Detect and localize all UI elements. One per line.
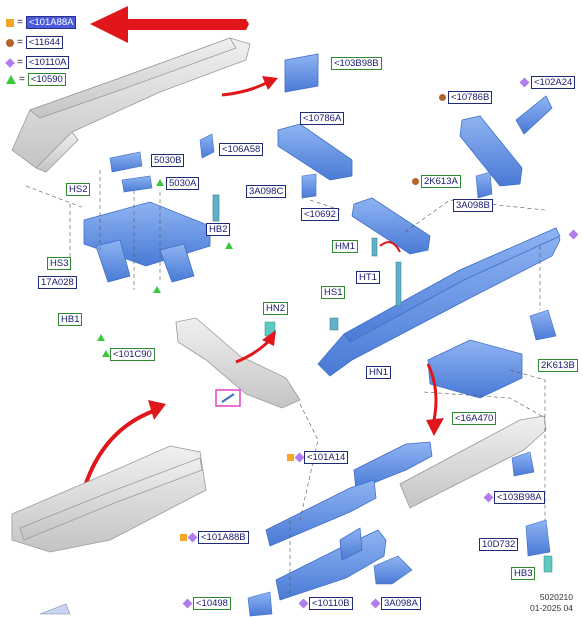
ghost-frame-rail-top [11,37,251,173]
part-101A88B [265,479,377,547]
label-101A88B[interactable]: <101A88B [198,531,249,544]
ghost-rail-mid [175,317,301,409]
detail-view-box[interactable] [215,389,241,407]
purple-diamond-icon [5,57,15,68]
red-pointer-arrow [90,6,249,43]
label-HS1[interactable]: HS1 [321,286,346,299]
label-HM1[interactable]: HM1 [332,240,359,253]
label-106A58[interactable]: <106A58 [219,143,264,156]
label-5030B[interactable]: 5030B [151,154,185,167]
green-triangle-icon [102,350,110,357]
label-3A098C[interactable]: 3A098C [246,185,287,198]
label-HT1[interactable]: HT1 [356,271,380,284]
label-10692[interactable]: <10692 [301,208,339,221]
label-HS2[interactable]: HS2 [66,183,91,196]
green-triangle-icon [6,75,16,84]
label-102A24[interactable]: <102A24 [531,76,576,89]
part-subframe [83,201,211,283]
part-106A58 [199,133,215,159]
label-10786B[interactable]: <10786B [448,91,493,104]
legend-label-10590[interactable]: <10590 [27,73,66,86]
label-5030A[interactable]: 5030A [166,177,200,190]
label-HB3[interactable]: HB3 [511,567,536,580]
label-HN2[interactable]: HN2 [263,302,289,315]
label-2K613A[interactable]: 2K613A [421,175,461,188]
label-103B98B[interactable]: <103B98B [331,57,382,70]
part-102A24 [515,95,553,135]
part-16A470 [427,339,523,399]
label-10498[interactable]: <10498 [193,597,231,610]
legend-row-2: = <11644 [6,36,64,49]
label-16A470[interactable]: <16A470 [452,412,497,425]
legend-label-11644[interactable]: <11644 [25,36,64,49]
green-triangle-icon [97,334,105,341]
part-10692 [351,197,431,255]
orange-square-icon [180,534,187,541]
label-10786A[interactable]: <10786A [300,112,345,125]
label-10D732[interactable]: 10D732 [479,538,519,551]
part-10110B [275,527,387,601]
legend-label-10110A[interactable]: <10110A [25,56,70,69]
legend-label-101A88A[interactable]: <101A88A [25,16,77,29]
brown-dot-icon [412,178,419,185]
orange-square-icon [6,18,14,27]
green-triangle-icon [153,286,161,293]
label-3A098A[interactable]: 3A098A [381,597,421,610]
label-17A028[interactable]: 17A028 [38,276,77,289]
leader-lines [25,170,546,596]
label-2K613B[interactable]: 2K613B [538,359,578,372]
label-HS3[interactable]: HS3 [47,257,72,270]
brown-dot-icon [439,94,446,101]
red-curved-arrow-1 [221,80,269,97]
label-101A14[interactable]: <101A14 [304,451,349,464]
label-HN1[interactable]: HN1 [366,366,392,379]
label-3A098B[interactable]: 3A098B [453,199,493,212]
ghost-full-frame [11,445,207,553]
footer-code: 5020210 [539,592,573,602]
label-101C90[interactable]: <101C90 [110,348,155,361]
brown-dot-icon [6,38,14,47]
part-main-rail [317,227,561,377]
label-10110B[interactable]: <10110B [309,597,353,610]
label-HB1[interactable]: HB1 [58,313,83,326]
legend-row-4: = <10590 [6,73,66,86]
green-triangle-icon [225,242,233,249]
label-HB2[interactable]: HB2 [206,223,231,236]
label-103B98A[interactable]: <103B98A [494,491,545,504]
part-10786B [459,115,523,187]
legend-row-1: = <101A88A [6,16,77,29]
footer-date: 01-2025 04 [529,603,573,613]
legend-row-3: = <10110A [5,56,70,69]
part-10786A [277,123,353,181]
part-103B98B [284,53,319,93]
orange-square-icon [287,454,294,461]
green-triangle-icon [156,179,164,186]
